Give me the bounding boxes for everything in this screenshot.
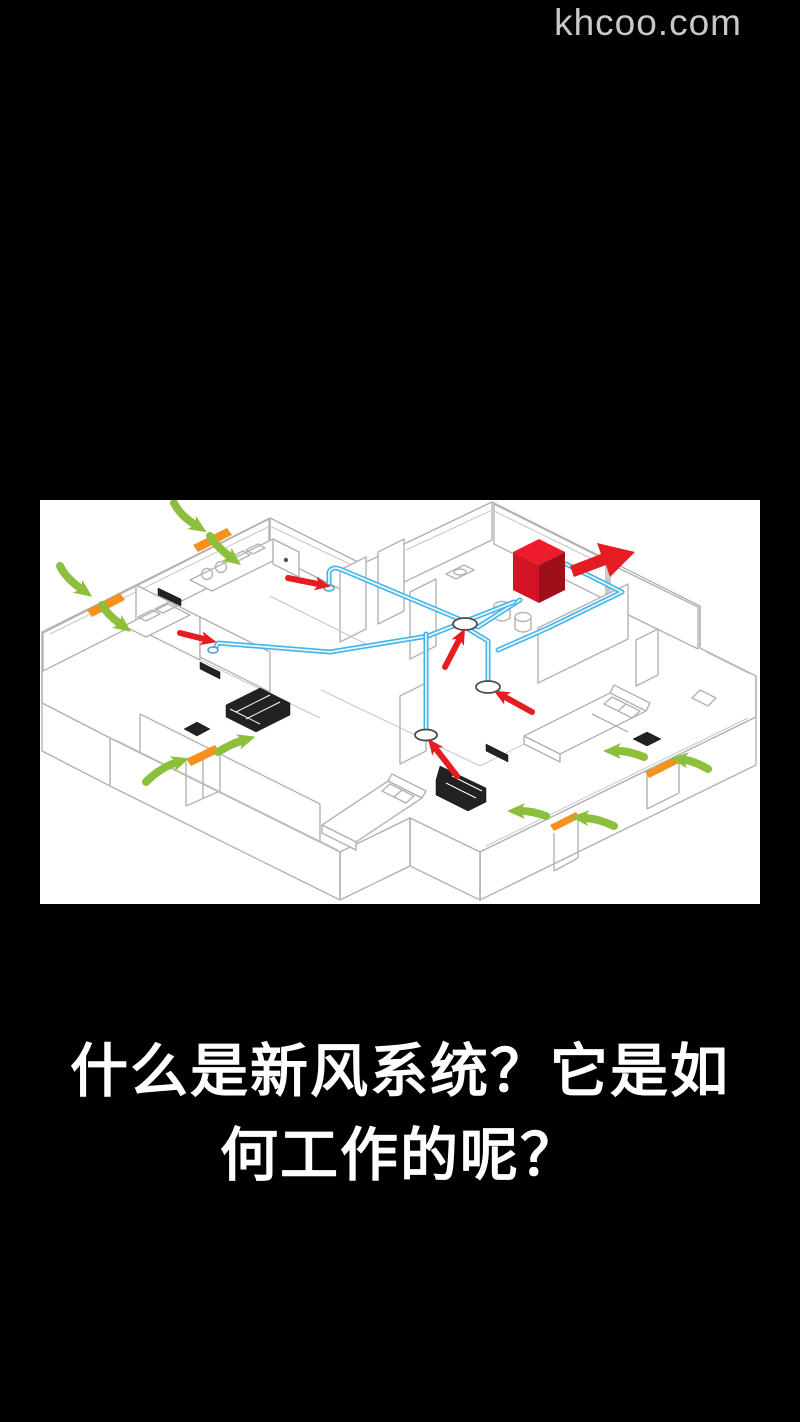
fresh-air-unit [513, 539, 565, 603]
caption-line-1: 什么是新风系统？它是如 [69, 1039, 730, 1104]
exhaust-arrows [177, 575, 535, 779]
caption: 什么是新风系统？它是如 何工作的呢？ [0, 1030, 800, 1198]
watermark: khcoo.com [554, 2, 742, 43]
exhaust-outlet-arrow [570, 543, 635, 577]
ventilation-diagram [41, 499, 757, 901]
caption-line-2: 何工作的呢？ [219, 1123, 580, 1188]
fresh-air-arrows [56, 499, 712, 830]
ventilation-diagram-panel [40, 499, 760, 904]
furniture [123, 538, 717, 851]
